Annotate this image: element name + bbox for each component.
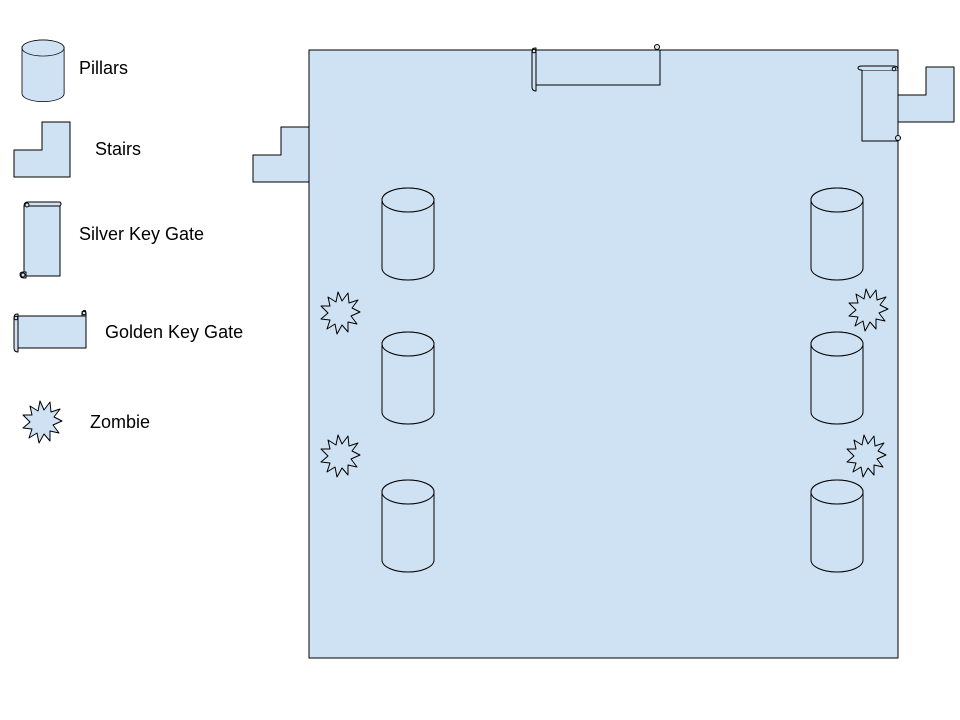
golden-key-gate-north — [531, 44, 661, 92]
legend-label-zombie: Zombie — [90, 412, 151, 432]
pillar-left-2 — [381, 331, 435, 425]
legend-label-pillars: Pillars — [79, 58, 129, 78]
zombie-icon — [22, 400, 63, 444]
legend-label-golden-key-gate: Golden Key Gate — [105, 322, 244, 342]
legend-label-silver-key-gate: Silver Key Gate — [79, 224, 205, 244]
pillar-right-2 — [810, 331, 864, 425]
pillar-right-1 — [810, 187, 864, 281]
stairs-west — [252, 126, 310, 183]
silver-key-gate-icon — [19, 201, 62, 279]
pillar-left-3 — [381, 479, 435, 573]
golden-key-gate-icon — [13, 309, 87, 353]
pillar-right-3 — [810, 479, 864, 573]
pillar-icon — [21, 39, 65, 103]
stairs-east — [897, 66, 955, 123]
legend-label-stairs: Stairs — [95, 139, 142, 159]
pillar-left-1 — [381, 187, 435, 281]
stairs-icon — [13, 121, 71, 178]
silver-key-gate-northeast — [857, 65, 901, 142]
